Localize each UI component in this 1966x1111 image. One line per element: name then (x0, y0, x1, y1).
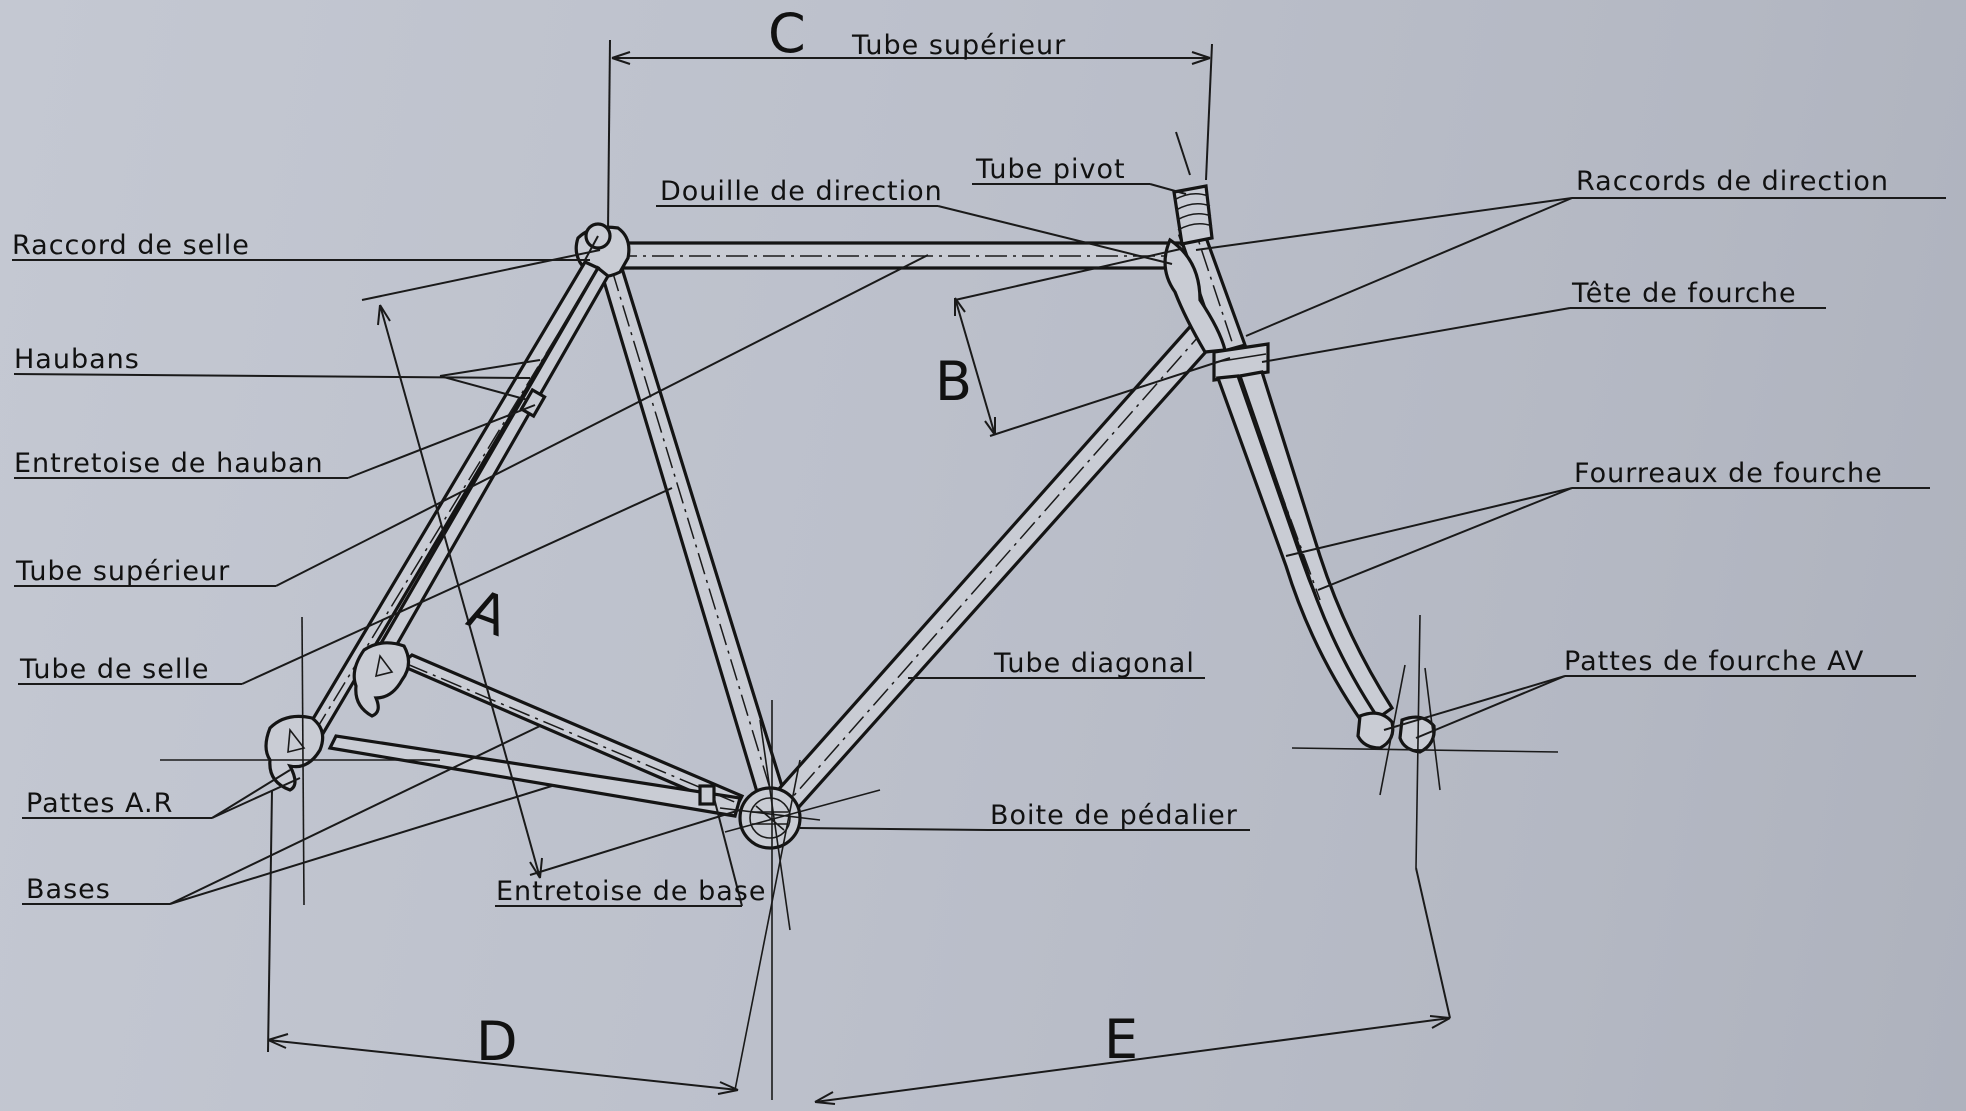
bb-radial-lines (719, 700, 881, 1100)
label-douille-de-direction: Douille de direction (660, 176, 943, 207)
label-bases: Bases (26, 874, 111, 905)
label-pattes-de-fourche-av: Pattes de fourche AV (1564, 646, 1864, 677)
label-tete-de-fourche: Tête de fourche (1571, 278, 1797, 309)
label-raccords-de-direction: Raccords de direction (1576, 166, 1889, 197)
rear-axle-marks (160, 616, 440, 906)
dim-e-label: E (1104, 1008, 1138, 1071)
leader-lines (12, 131, 1946, 907)
label-entretoise-de-hauban: Entretoise de hauban (14, 448, 324, 479)
label-boite-de-pedalier: Boite de pédalier (990, 800, 1238, 831)
steerer-pivot (1172, 184, 1214, 246)
label-entretoise-de-base: Entretoise de base (496, 876, 766, 907)
dimension-lines (267, 39, 1451, 1105)
chain-stay-lower (327, 734, 743, 818)
label-raccord-de-selle: Raccord de selle (12, 230, 250, 261)
dim-a-label: A (460, 577, 516, 649)
label-tube-diagonal: Tube diagonal (993, 648, 1195, 679)
label-fourreaux-de-fourche: Fourreaux de fourche (1574, 458, 1883, 489)
label-tube-pivot: Tube pivot (975, 154, 1126, 185)
fork-dropouts (1356, 711, 1436, 754)
label-tube-superieur-left: Tube supérieur (15, 556, 230, 587)
dim-d-label: D (476, 1010, 518, 1073)
label-pattes-ar: Pattes A.R (26, 788, 173, 819)
bottom-bracket (738, 786, 802, 850)
fork-crown (1212, 342, 1270, 382)
fork-blade-inner (1237, 370, 1395, 721)
frame (160, 184, 1559, 1100)
dimension-letters: C B A D E (460, 2, 1138, 1073)
chain-stay-bridge (698, 784, 716, 806)
label-tube-de-selle: Tube de selle (19, 654, 209, 685)
rear-dropouts (264, 641, 411, 792)
part-labels: Raccord de selle Haubans Entretoise de h… (12, 30, 1889, 907)
front-axle-marks (1291, 614, 1559, 869)
dim-b-label: B (935, 350, 972, 413)
down-tube (775, 317, 1223, 811)
label-haubans: Haubans (14, 344, 140, 375)
label-tube-superieur-top: Tube supérieur (851, 30, 1066, 61)
dim-c-label: C (768, 2, 806, 65)
